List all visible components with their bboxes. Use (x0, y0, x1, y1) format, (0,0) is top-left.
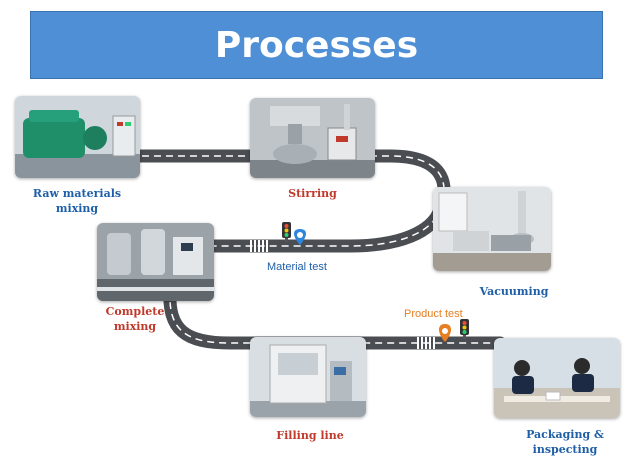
crosswalk-material (250, 240, 268, 252)
map-pin-icon (439, 324, 451, 342)
page-title: Processes (214, 24, 419, 66)
complete-mixing-photo (97, 223, 214, 301)
label-filling-line: Filling line (276, 429, 344, 442)
crosswalk-product (417, 337, 435, 349)
label-stirring: Stirring (288, 187, 337, 200)
label-raw-materials: Raw materials mixing (32, 187, 122, 215)
label-vacuuming: Vacuuming (479, 285, 549, 298)
raw-materials-photo (15, 96, 140, 178)
label-packaging: Packaging & inspecting (526, 428, 604, 456)
material-test-label: Material test (267, 261, 327, 273)
packaging-photo (494, 338, 620, 418)
map-pin-icon (294, 229, 306, 245)
stirring-photo (250, 98, 375, 178)
vacuuming-photo (433, 187, 551, 271)
filling-line-photo (250, 337, 366, 417)
traffic-light-icon (460, 319, 469, 339)
product-test-label: Product test (404, 308, 463, 320)
traffic-light-icon (282, 222, 291, 242)
label-complete-mixing: Complete mixing (105, 305, 165, 333)
title-banner: Processes (30, 11, 603, 79)
